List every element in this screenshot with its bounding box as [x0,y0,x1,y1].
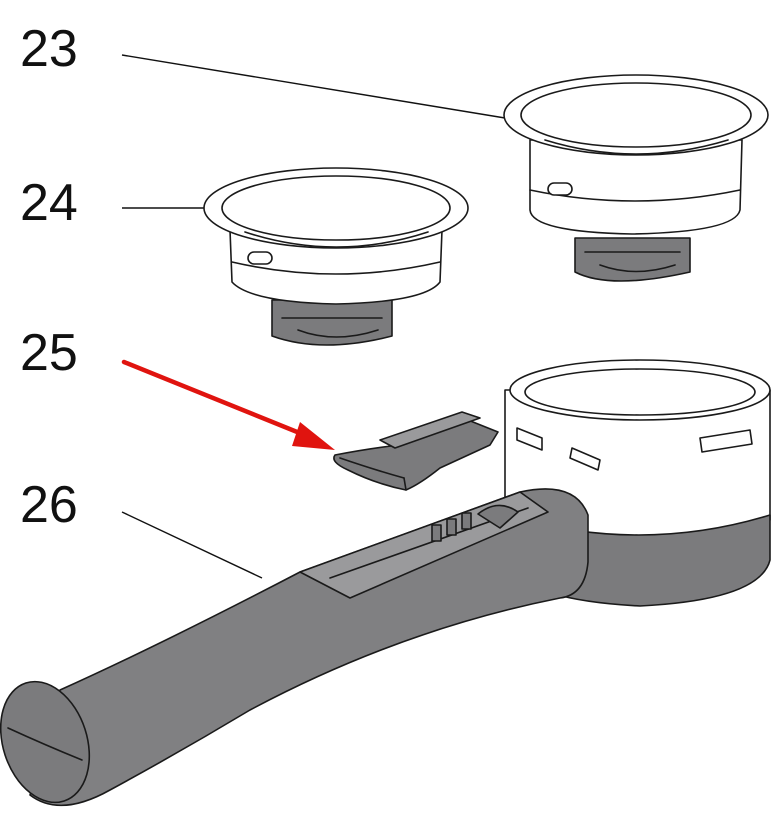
callout-label-25: 25 [20,324,78,382]
handle-arm [29,488,589,807]
filter-basket-double [503,74,769,282]
basket-24-spout [271,299,393,346]
callout-label-26: 26 [20,476,78,534]
leader-line-26 [121,511,263,579]
callout-label-23: 23 [20,20,78,78]
portafilter-handle [0,488,589,807]
basket-23-spout [574,237,691,282]
filter-basket-single [203,167,469,346]
highlight-arrow [121,359,335,450]
basket-24-body [229,229,443,305]
basket-23-body [529,139,743,235]
leader-line-23 [121,54,506,119]
spring-clip-body [333,419,499,491]
callout-label-24: 24 [20,174,78,232]
handle-end-cap [0,680,91,804]
spring-clip [333,411,499,491]
